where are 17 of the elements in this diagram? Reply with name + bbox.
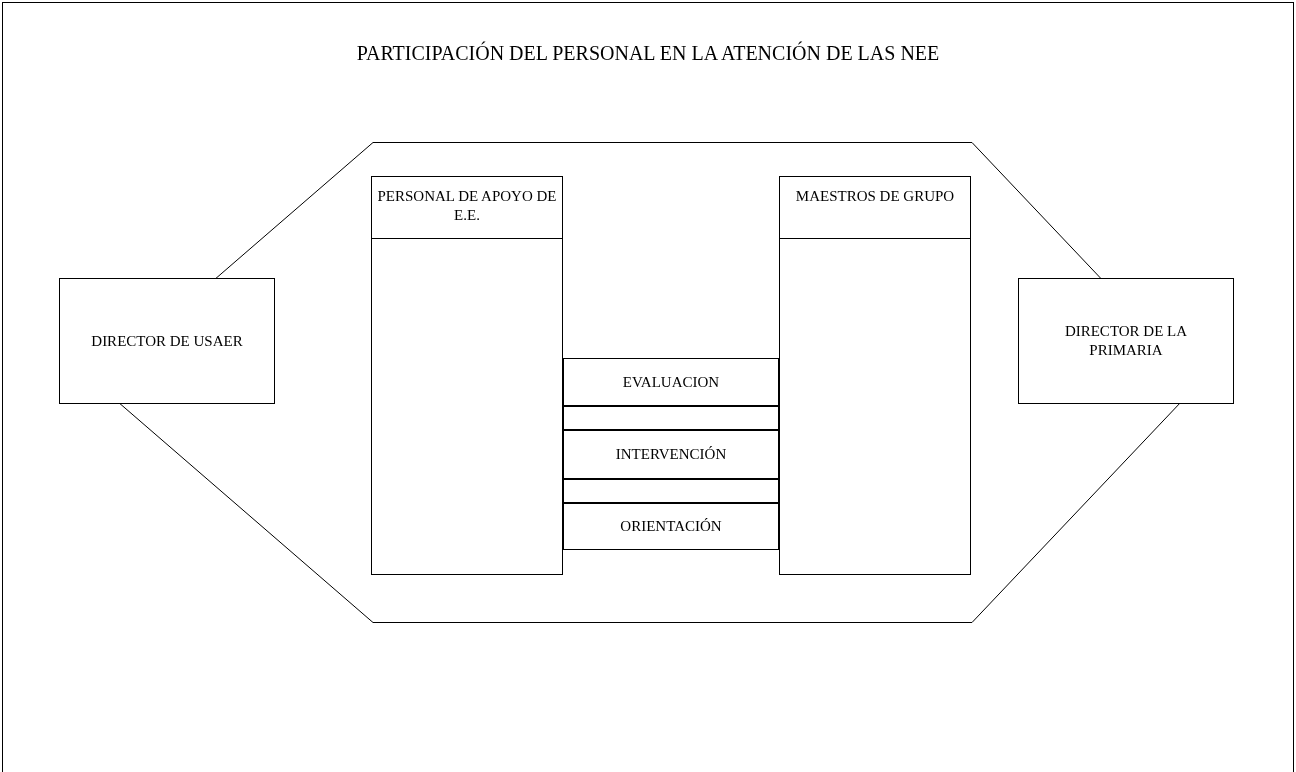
box-text: DIRECTOR DE USAER	[91, 331, 243, 351]
box-text: INTERVENCIÓN	[615, 445, 727, 464]
empty-bar	[563, 406, 779, 430]
column-box	[371, 176, 563, 575]
empty-bar	[563, 479, 779, 503]
label-box	[563, 430, 779, 479]
box-text: DIRECTOR DE LA PRIMARIA	[1063, 322, 1189, 360]
column-box	[779, 176, 971, 575]
label-box	[563, 503, 779, 550]
box-text: EVALUACION	[622, 372, 720, 392]
label-box	[59, 278, 275, 404]
column-heading: PERSONAL DE APOYO DE E.E.	[376, 187, 558, 225]
column-heading: MAESTROS DE GRUPO	[795, 187, 955, 206]
label-box	[1018, 278, 1234, 404]
diagram-title: PARTICIPACIÓN DEL PERSONAL EN LA ATENCIÓN DE LAS NEE	[355, 40, 941, 66]
label-box	[563, 358, 779, 406]
box-text: ORIENTACIÓN	[620, 517, 722, 536]
